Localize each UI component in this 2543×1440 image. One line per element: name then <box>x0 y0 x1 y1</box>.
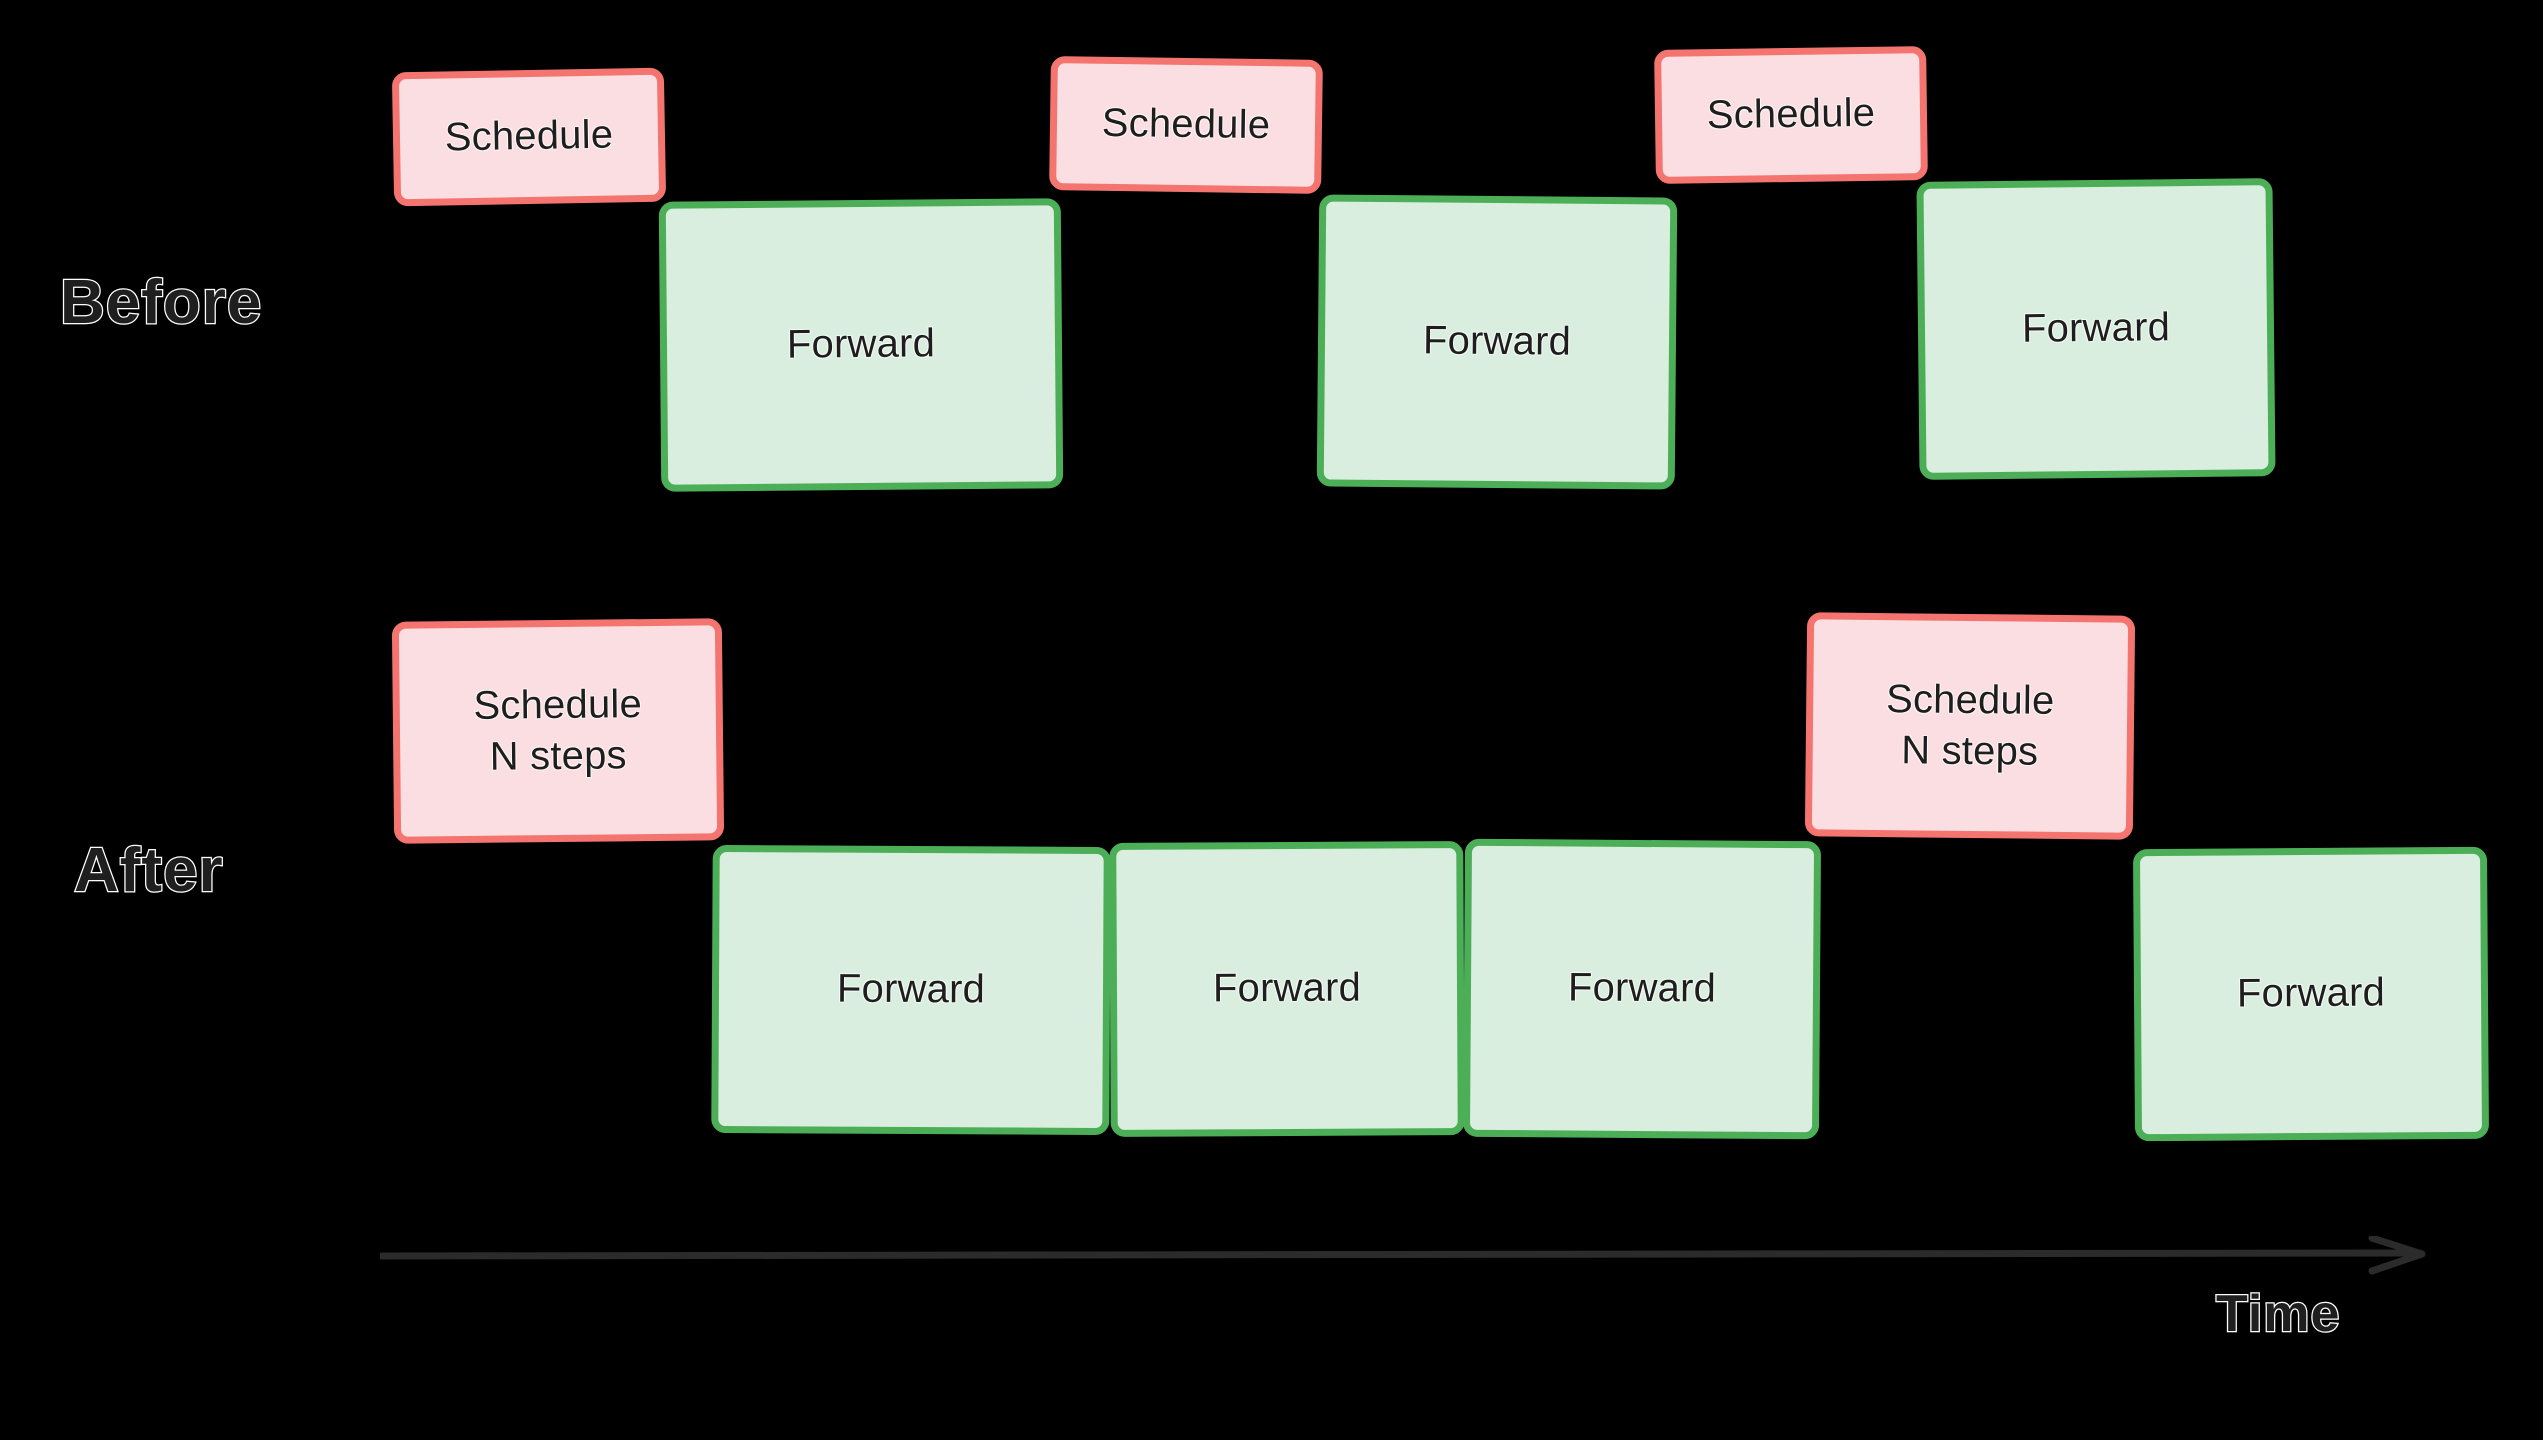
block-label: Schedule <box>444 112 614 160</box>
block-label: Forward <box>2236 970 2386 1016</box>
block-label: Schedule N steps <box>473 681 643 779</box>
before-forward-block-2: Forward <box>1316 194 1678 490</box>
after-schedule-block-2: Schedule N steps <box>1804 612 2136 840</box>
after-forward-block-1: Forward <box>711 844 1111 1136</box>
after-schedule-block-1: Schedule N steps <box>391 618 725 844</box>
block-label: Schedule <box>1101 101 1271 148</box>
row-label-after: After <box>73 836 224 905</box>
block-label: Forward <box>1212 966 1362 1011</box>
block-label: Forward <box>786 321 936 368</box>
block-label: Forward <box>1422 318 1572 365</box>
after-forward-block-4: Forward <box>2132 846 2490 1142</box>
before-forward-block-3: Forward <box>1916 178 2276 480</box>
before-schedule-block-1: Schedule <box>391 67 667 207</box>
before-forward-block-1: Forward <box>658 198 1064 492</box>
block-label: Forward <box>2021 305 2171 352</box>
before-schedule-block-3: Schedule <box>1654 46 1928 184</box>
block-label: Schedule N steps <box>1885 676 2055 774</box>
block-label: Forward <box>836 967 986 1012</box>
after-forward-block-3: Forward <box>1462 838 1822 1140</box>
time-axis-label: Time <box>2215 1285 2341 1343</box>
time-axis-arrow <box>380 1236 2426 1275</box>
row-label-before: Before <box>59 268 263 337</box>
after-forward-block-2: Forward <box>1109 841 1465 1137</box>
before-schedule-block-2: Schedule <box>1049 56 1323 194</box>
block-label: Forward <box>1567 965 1717 1011</box>
block-label: Schedule <box>1706 91 1876 138</box>
